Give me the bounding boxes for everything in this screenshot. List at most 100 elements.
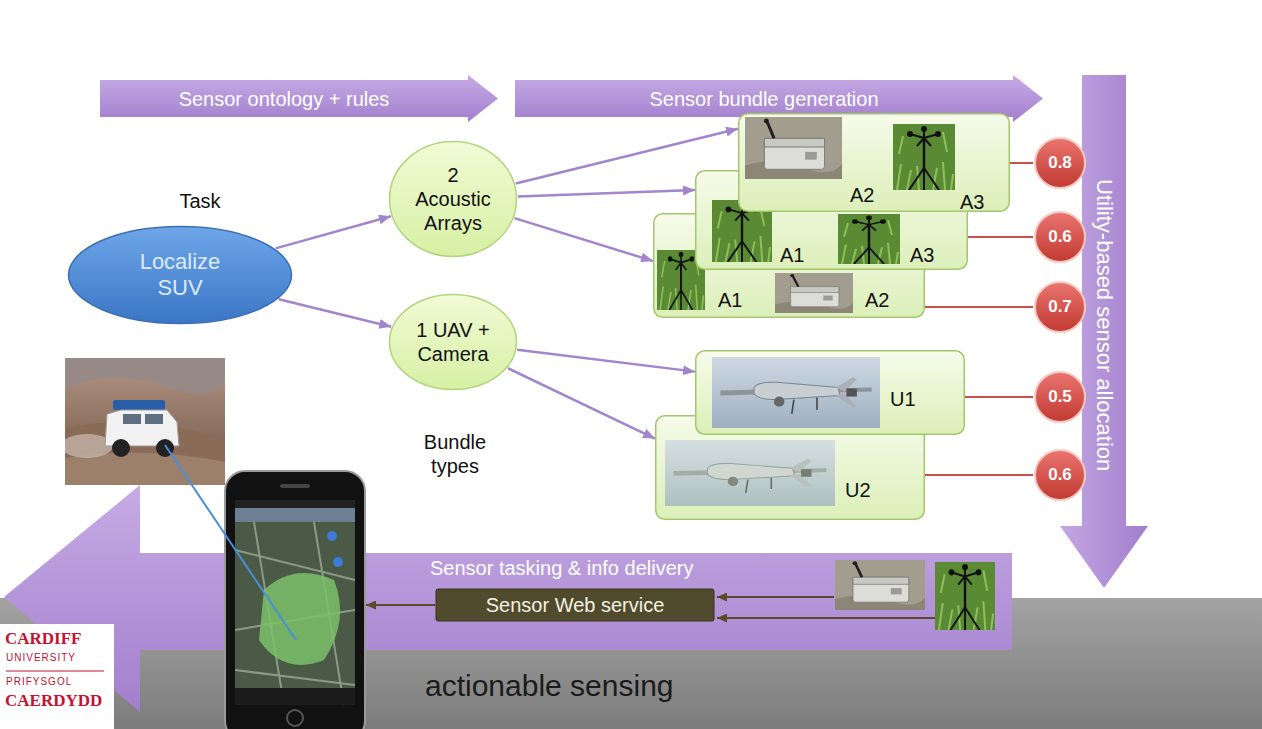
acoustic-array-photo <box>838 214 900 264</box>
utility-link <box>925 306 1033 308</box>
arrow-label: Sensor tasking & info delivery <box>430 556 693 580</box>
sensor-id: A3 <box>910 243 934 267</box>
utility-score: 0.6 <box>1033 210 1087 264</box>
sensor-id: A2 <box>850 183 874 207</box>
score-value: 0.6 <box>1048 227 1072 247</box>
utility-link <box>965 396 1033 398</box>
graphic-part <box>893 124 955 190</box>
graphic-part <box>65 377 225 485</box>
graphic-part <box>145 414 163 424</box>
sensor-id: A1 <box>780 243 804 267</box>
suv-photo <box>65 358 225 485</box>
graphic-part <box>696 171 968 270</box>
graphic-part <box>259 573 340 665</box>
graphic-part <box>235 522 355 705</box>
arrow-label: Sensor bundle generation <box>649 87 878 111</box>
sensor-id: U1 <box>890 387 916 411</box>
sensor-id: A1 <box>718 288 742 312</box>
graphic-part <box>712 357 880 428</box>
score-value: 0.7 <box>1048 297 1072 317</box>
sensor-id: U2 <box>845 478 871 502</box>
graphic-part <box>1035 282 1085 332</box>
logo-text: CAERDYDD <box>5 691 102 711</box>
graphic-part <box>717 596 834 598</box>
graphic-part <box>696 351 965 435</box>
flow-arrow <box>515 218 653 261</box>
graphic-part <box>113 400 165 410</box>
graphic-part <box>6 671 104 672</box>
graphic-part <box>287 710 303 726</box>
graphic-part <box>4 485 1012 712</box>
score-value: 0.8 <box>1048 153 1072 173</box>
score-value: 0.5 <box>1048 387 1072 407</box>
task-text: Localize SUV <box>120 249 240 302</box>
task-ellipse: TaskLocalize SUV <box>67 225 293 325</box>
graphic-part <box>225 471 365 729</box>
logo-text: UNIVERSITY <box>6 652 76 664</box>
bundle-type-ellipse: 2 Acoustic Arrays <box>388 140 518 258</box>
utility-link <box>1010 162 1033 164</box>
graphic-part <box>235 500 355 705</box>
band-title: actionable sensing <box>425 668 674 704</box>
sensor-id: A3 <box>960 190 984 214</box>
graphic-part <box>69 227 292 324</box>
graphic-part <box>0 624 114 729</box>
uav-photo <box>665 440 835 506</box>
graphic-part <box>654 214 925 318</box>
graphic-part <box>656 416 925 520</box>
flow-arrow <box>517 350 695 372</box>
score-value: 0.6 <box>1048 465 1072 485</box>
flow-arrow <box>276 216 391 248</box>
utility-link <box>968 236 1033 238</box>
acoustic-sensor-photo <box>775 273 853 313</box>
utility-score: 0.6 <box>1033 448 1087 502</box>
task-heading: Task <box>179 189 220 213</box>
delivery-arrow-line <box>364 598 436 612</box>
graphic-part <box>717 617 935 619</box>
bundle-type-ellipse: 1 UAV + Camera <box>388 293 518 391</box>
graphic-part <box>835 560 925 610</box>
graphic-part <box>390 295 517 390</box>
graphic-part <box>100 75 498 122</box>
acoustic-array-photo <box>935 562 995 630</box>
uav-photo <box>712 357 880 428</box>
caption-label: Bundle types <box>415 430 495 478</box>
service-box: Sensor Web service <box>435 588 715 622</box>
graphic-part <box>112 439 130 457</box>
utility-score: 0.8 <box>1033 136 1087 190</box>
graphic-part <box>1035 450 1085 500</box>
graphic-part <box>123 414 141 424</box>
graphic-part <box>775 273 853 313</box>
graphic-part <box>935 562 995 630</box>
graphic-part <box>838 214 900 264</box>
sensor-id: A2 <box>865 288 889 312</box>
graphic-part <box>235 688 355 705</box>
graphic-part <box>327 531 337 541</box>
utility-score: 0.5 <box>1033 370 1087 424</box>
utility-score: 0.7 <box>1033 280 1087 334</box>
acoustic-sensor-photo <box>745 117 842 179</box>
bundle-type-text: 1 UAV + Camera <box>412 318 494 366</box>
pointer-line <box>155 435 305 650</box>
graphic-part <box>280 484 310 488</box>
graphic-part <box>333 557 343 567</box>
acoustic-array-photo <box>893 124 955 190</box>
flow-arrow <box>508 368 655 438</box>
phone-illustration <box>224 470 366 729</box>
graphic-part <box>665 440 835 506</box>
logo-text: PRIFYSGOL <box>6 676 72 688</box>
graphic-part <box>235 500 355 508</box>
graphic-part <box>390 142 517 257</box>
acoustic-sensor-photo <box>835 560 925 610</box>
service-label: Sensor Web service <box>486 593 665 617</box>
graphic-part <box>65 358 225 485</box>
flow-arrow <box>279 299 391 327</box>
arrow-label: Utility-based sensor allocation <box>1091 179 1117 471</box>
graphic-part <box>235 508 355 522</box>
graphic-part <box>745 117 842 179</box>
arrow-label: Sensor ontology + rules <box>179 87 390 111</box>
graphic-part <box>366 604 435 606</box>
graphic-part <box>436 589 714 621</box>
graphic-part <box>1035 372 1085 422</box>
